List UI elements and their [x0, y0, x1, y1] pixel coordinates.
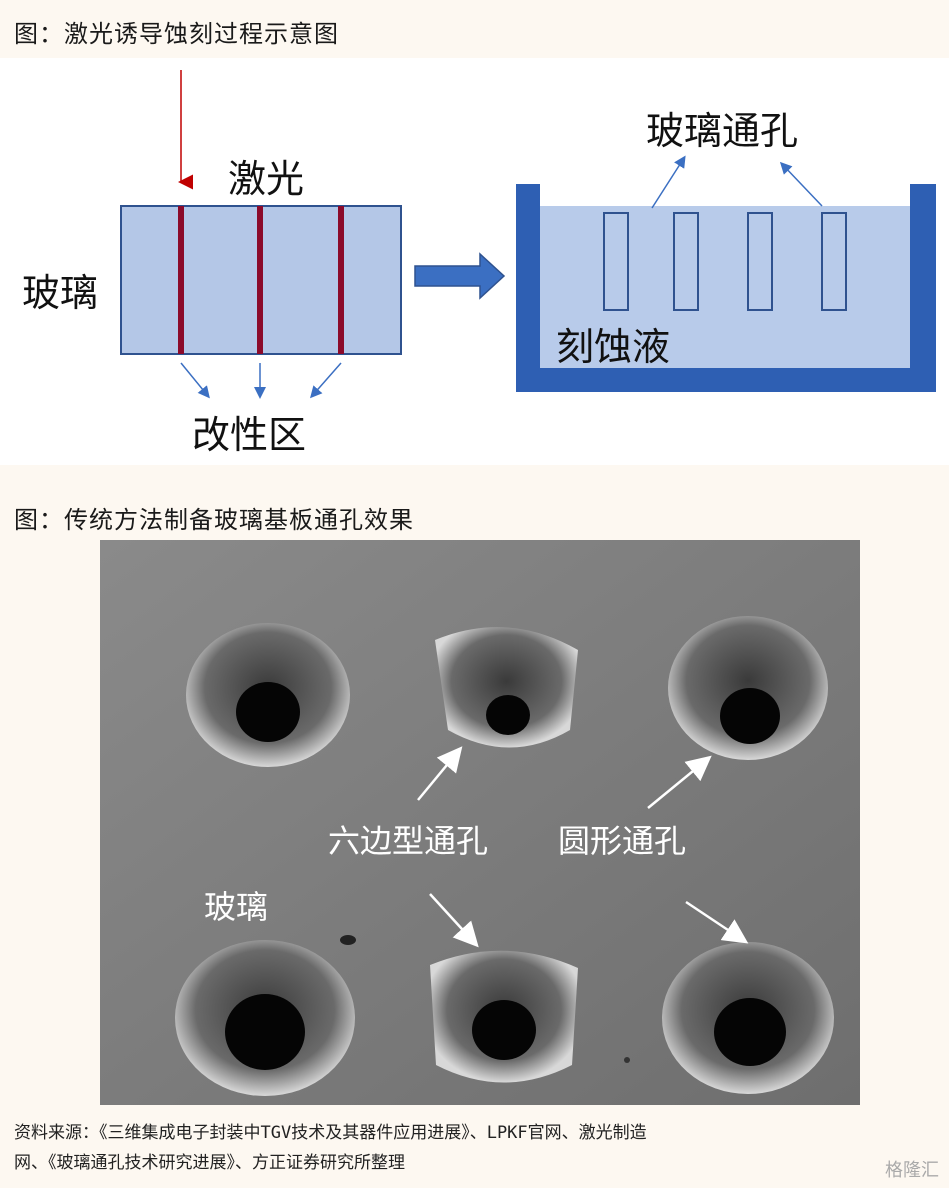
hole-top-center — [435, 627, 578, 747]
label-glass-photo: 玻璃 — [204, 888, 268, 926]
figure1-title: 图：激光诱导蚀刻过程示意图 — [14, 14, 339, 49]
hole-bottom-center — [430, 951, 578, 1083]
via-arrow-1 — [652, 158, 684, 208]
speck — [340, 935, 356, 945]
label-round-via: 圆形通孔 — [558, 822, 686, 860]
modified-line-1 — [178, 206, 184, 354]
laser-etch-svg: 激光 玻璃 改性区 玻璃通孔 刻蚀液 — [0, 58, 949, 465]
watermark-logo: 格隆汇 — [885, 1156, 939, 1182]
hole-bottom-right — [662, 942, 834, 1094]
hole-top-right — [668, 616, 828, 760]
process-arrow — [415, 254, 504, 298]
source-line-1: 资料来源：《三维集成电子封装中TGV技术及其器件应用进展》、LPKF官网、激光制… — [14, 1118, 934, 1148]
speck — [624, 1057, 630, 1063]
label-modified: 改性区 — [192, 413, 306, 457]
laser-etch-diagram: 激光 玻璃 改性区 玻璃通孔 刻蚀液 — [0, 58, 949, 465]
label-etchant: 刻蚀液 — [556, 325, 670, 369]
modified-line-2 — [257, 206, 263, 354]
source-note: 资料来源：《三维集成电子封装中TGV技术及其器件应用进展》、LPKF官网、激光制… — [14, 1118, 934, 1178]
hole-bottom-left — [175, 940, 355, 1096]
label-laser: 激光 — [228, 157, 304, 201]
figure2-title: 图：传统方法制备玻璃基板通孔效果 — [14, 500, 414, 535]
modified-line-3 — [338, 206, 344, 354]
mod-arrow-1 — [181, 363, 208, 396]
label-via: 玻璃通孔 — [646, 109, 798, 153]
sem-photo: 六边型通孔 圆形通孔 玻璃 — [100, 540, 860, 1105]
via-arrow-2 — [782, 164, 822, 206]
source-line-2: 网、《玻璃通孔技术研究进展》、方正证券研究所整理 — [14, 1148, 934, 1178]
sem-photo-svg: 六边型通孔 圆形通孔 玻璃 — [100, 540, 860, 1105]
label-hex-via: 六边型通孔 — [328, 822, 488, 860]
hole-top-left — [186, 623, 350, 767]
label-glass: 玻璃 — [22, 271, 98, 315]
mod-arrow-3 — [312, 363, 341, 396]
